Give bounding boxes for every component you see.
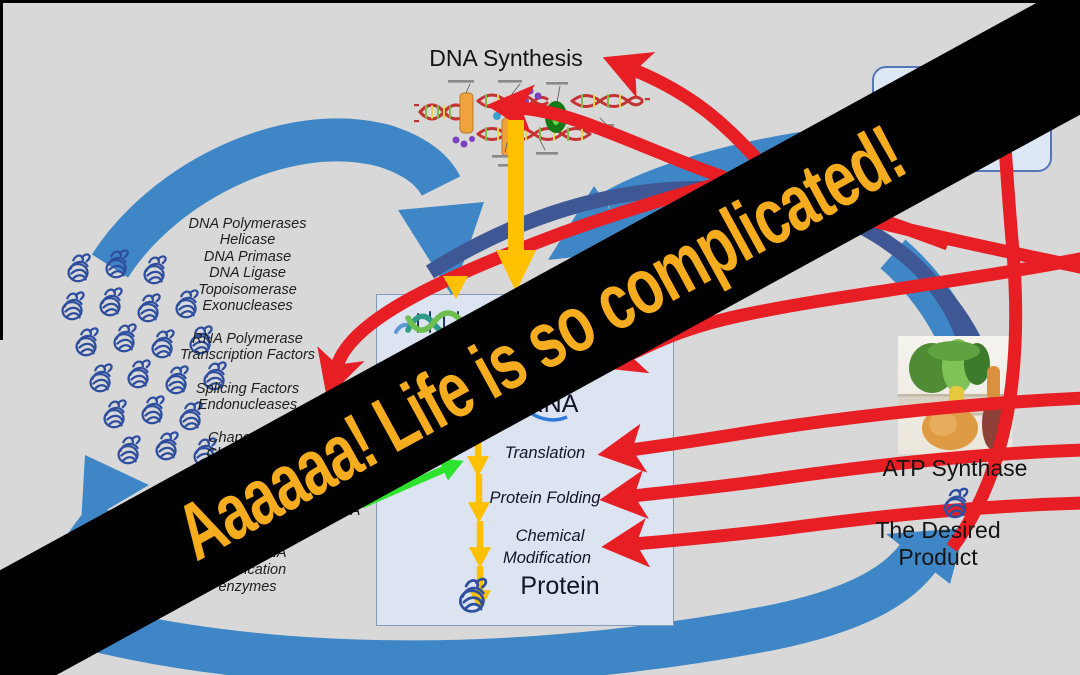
membrane-edge-bottom (898, 413, 1012, 416)
protein-folding-label: Protein Folding (489, 489, 601, 507)
enzyme-topoisomerase: Topoisomerase (198, 282, 297, 298)
green-subunit (909, 343, 955, 393)
orange-highlight (929, 412, 957, 436)
atp-synthase-icon (898, 336, 1012, 454)
top-edge-strip (0, 0, 1080, 3)
maroon-subunit (982, 398, 1004, 450)
desired-product-label: The Desired Product (875, 517, 1001, 570)
enzyme-dna-primase: DNA Primase (203, 249, 292, 265)
atp-synthase-art (898, 339, 1012, 450)
chemical-label: Chemical (515, 527, 585, 545)
orange-cring (922, 406, 978, 450)
membrane-edge-top (898, 394, 1012, 397)
down-right-arrowhead (398, 202, 484, 296)
membrane-band (898, 396, 1012, 414)
yellow-stalk (949, 386, 964, 412)
enzyme-dna-polymerases: DNA Polymerases (188, 216, 307, 232)
red-arrow-to-translation (597, 391, 1080, 473)
enzyme-rna-polymerase: RNA Polymerase (192, 331, 303, 347)
enzyme-endonucleases: Endonucleases (197, 397, 298, 413)
enzyme-exonucleases: Exonucleases (202, 298, 293, 314)
protein-label: Protein (520, 572, 600, 600)
enzyme-splicing-factors: Splicing Factors (195, 381, 300, 397)
enzyme-enzymes: enzymes (218, 579, 277, 595)
translation-label: Translation (504, 444, 586, 462)
dna-synthesis-title: DNA Synthesis (429, 45, 583, 71)
atp-synthase-label: ATP Synthase (882, 455, 1028, 481)
orange-column (987, 366, 1000, 400)
modification-label: Modification (502, 549, 592, 567)
tiny-label-dashes (448, 80, 614, 167)
replication-fork-icon (414, 80, 650, 167)
enzyme-helicase: Helicase (219, 232, 276, 248)
left-edge-strip (0, 0, 3, 340)
enzyme-transcription-factors: Transcription Factors (179, 347, 316, 363)
enzyme-dna-ligase: DNA Ligase (209, 265, 286, 281)
light-green-subunit (942, 339, 974, 393)
product-protein-icon (943, 487, 969, 519)
dark-green-subunit (964, 343, 990, 385)
green-top (928, 341, 980, 361)
